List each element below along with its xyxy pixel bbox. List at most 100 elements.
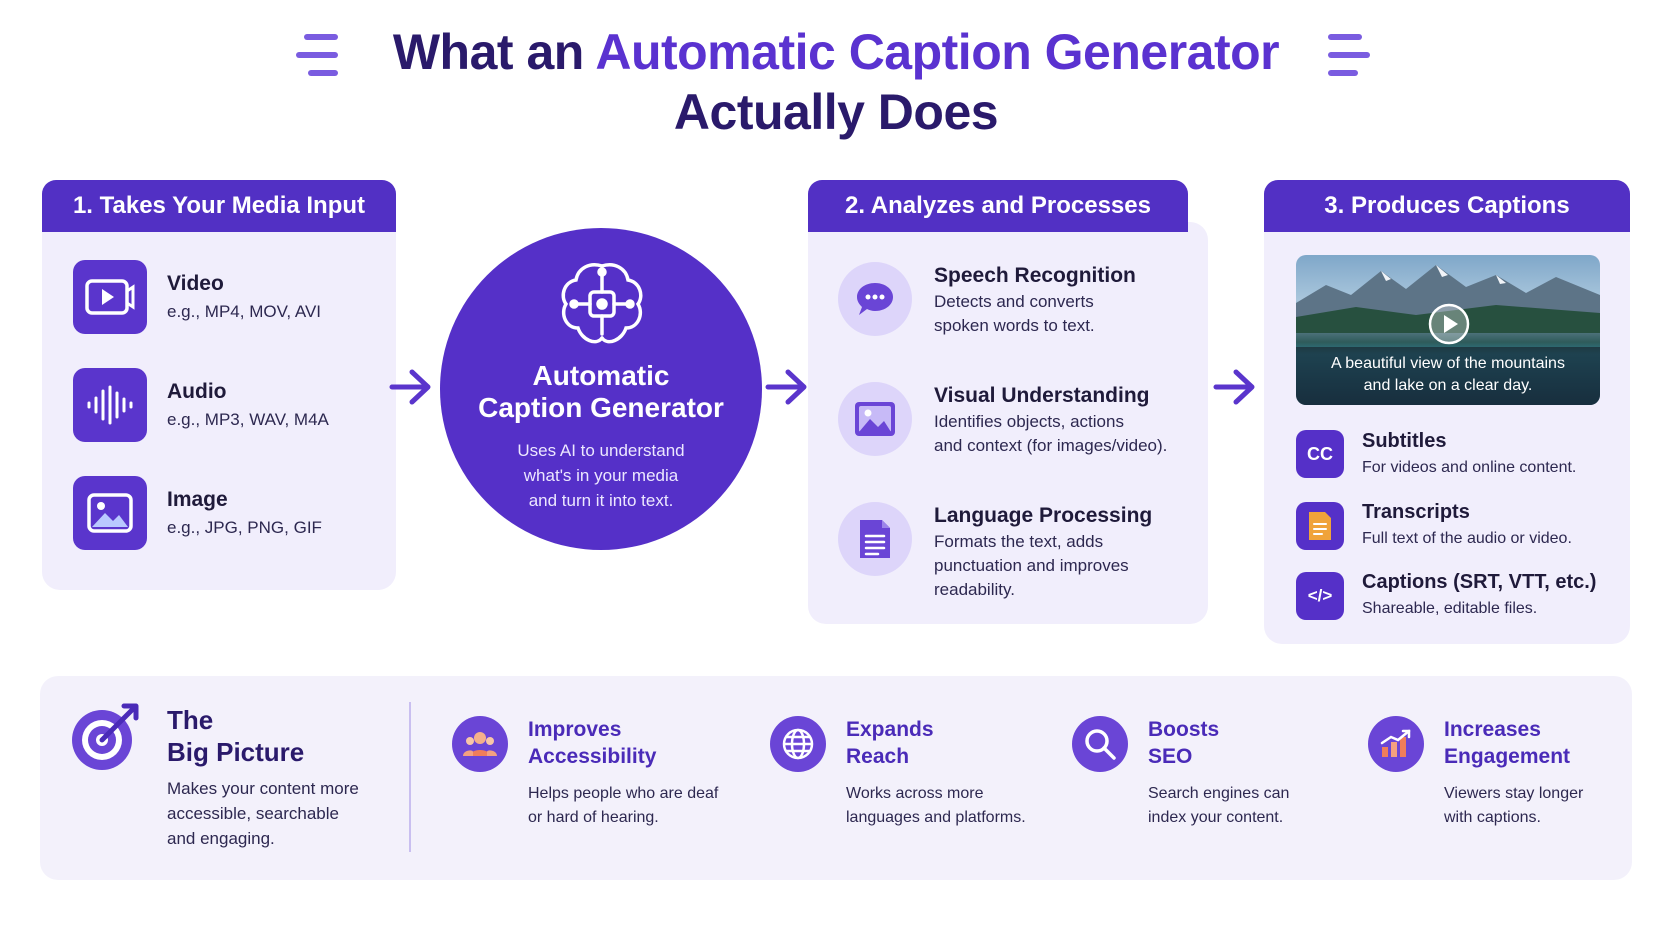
video-camera-icon <box>73 260 147 334</box>
benefit-desc: Works across more languages and platform… <box>846 782 1026 830</box>
desc-line: accessible, searchable <box>167 804 339 823</box>
desc-line: Viewers stay longer <box>1444 785 1584 802</box>
image-icon <box>73 476 147 550</box>
transcript-icon <box>1296 502 1344 550</box>
benefit-title-line: Engagement <box>1444 745 1571 768</box>
input-item-sub: e.g., MP4, MOV, AVI <box>167 302 322 321</box>
desc-line: and engaging. <box>167 829 275 848</box>
input-item-title: Video <box>167 272 224 295</box>
title-decoration-left-icon <box>296 34 346 80</box>
produce-header: 3. Produces Captions <box>1264 180 1630 232</box>
benefit-title-line: Boosts <box>1148 718 1220 741</box>
produce-item-sub: Shareable, editable files. <box>1362 600 1538 617</box>
generator-title-line: Caption Generator <box>478 392 724 423</box>
speech-bubble-icon <box>838 262 912 336</box>
search-icon <box>1072 716 1128 772</box>
desc-line: Works across more <box>846 785 984 802</box>
benefit-title-line: Expands <box>846 718 934 741</box>
desc-line: languages and platforms. <box>846 809 1026 826</box>
arrow-right-icon <box>1213 369 1255 405</box>
people-icon <box>452 716 508 772</box>
benefit-title-line: Accessibility <box>528 745 657 768</box>
big-picture-desc: Makes your content more accessible, sear… <box>167 776 359 851</box>
analyze-header-label: 2. Analyzes and Processes <box>845 192 1151 219</box>
input-item-sub: e.g., JPG, PNG, GIF <box>167 518 322 537</box>
big-picture-title-line: The <box>167 705 214 735</box>
divider <box>409 702 411 852</box>
document-icon <box>838 502 912 576</box>
desc-line: and context (for images/video). <box>934 436 1168 455</box>
produce-item-sub: For videos and online content. <box>1362 459 1577 476</box>
generator-description: Uses AI to understand what's in your med… <box>440 438 762 513</box>
video-preview[interactable]: A beautiful view of the mountains and la… <box>1296 255 1600 405</box>
generator-title: Automatic Caption Generator <box>440 360 762 424</box>
analyze-header: 2. Analyzes and Processes <box>808 180 1188 232</box>
desc-line: Detects and converts <box>934 292 1094 311</box>
generator-desc-line: and turn it into text. <box>528 491 674 510</box>
desc-line: Makes your content more <box>167 779 359 798</box>
produce-item-title: Transcripts <box>1362 501 1470 523</box>
input-header: 1. Takes Your Media Input <box>42 180 396 232</box>
benefit-title-line: SEO <box>1148 745 1193 768</box>
desc-line: readability. <box>934 580 1015 599</box>
target-icon <box>72 703 139 770</box>
analyze-item-title: Visual Understanding <box>934 384 1150 407</box>
chart-up-icon <box>1368 716 1424 772</box>
generator-desc-line: Uses AI to understand <box>517 441 685 460</box>
input-item-title: Image <box>167 488 228 511</box>
cc-badge-text: CC <box>1307 443 1333 464</box>
title-line2: Actually Does <box>673 84 999 140</box>
analyze-item-title: Speech Recognition <box>934 264 1136 287</box>
ai-brain-icon <box>561 263 643 344</box>
analyze-item-desc: Detects and converts spoken words to tex… <box>934 290 1095 338</box>
input-item-title: Audio <box>167 380 227 403</box>
code-badge-text: </> <box>1307 586 1333 605</box>
analyze-item-desc: Identifies objects, actions and context … <box>934 410 1167 458</box>
benefit-desc: Search engines can index your content. <box>1148 782 1289 830</box>
picture-icon <box>838 382 912 456</box>
audio-waveform-icon <box>73 368 147 442</box>
play-icon[interactable] <box>1428 303 1470 345</box>
desc-line: spoken words to text. <box>934 316 1095 335</box>
video-caption: A beautiful view of the mountains and la… <box>1296 347 1600 405</box>
title-accent: Automatic Caption Generator <box>595 24 1280 80</box>
caption-line: A beautiful view of the mountains <box>1331 355 1565 372</box>
input-header-label: 1. Takes Your Media Input <box>72 192 366 219</box>
desc-line: index your content. <box>1148 809 1284 826</box>
desc-line: Search engines can <box>1148 785 1290 802</box>
arrow-right-icon <box>389 369 431 405</box>
globe-icon <box>770 716 826 772</box>
benefit-desc: Helps people who are deaf or hard of hea… <box>528 782 718 830</box>
desc-line: Identifies objects, actions <box>934 412 1124 431</box>
analyze-item-title: Language Processing <box>934 504 1153 527</box>
title-decoration-right-icon <box>1328 34 1378 80</box>
analyze-item-desc: Formats the text, adds punctuation and i… <box>934 530 1129 602</box>
benefit-title-line: Increases <box>1444 718 1541 741</box>
desc-line: with captions. <box>1444 809 1541 826</box>
cc-icon: CC <box>1296 430 1344 478</box>
benefit-title: Improves Accessibility <box>528 716 656 770</box>
benefit-title-line: Reach <box>846 745 910 768</box>
produce-item-title: Subtitles <box>1362 430 1447 452</box>
generator-desc-line: what's in your media <box>523 466 679 485</box>
desc-line: punctuation and improves <box>934 556 1129 575</box>
benefit-title: Boosts SEO <box>1148 716 1219 770</box>
desc-line: or hard of hearing. <box>528 809 659 826</box>
produce-header-label: 3. Produces Captions <box>1324 192 1570 219</box>
title-plain: What an <box>392 24 596 80</box>
produce-item-sub: Full text of the audio or video. <box>1362 530 1572 547</box>
page-title: What an Automatic Caption Generator Actu… <box>300 22 1372 142</box>
code-icon: </> <box>1296 572 1344 620</box>
generator-title-line: Automatic <box>532 360 670 391</box>
big-picture-panel <box>40 676 1632 880</box>
benefit-title: Expands Reach <box>846 716 934 770</box>
benefit-desc: Viewers stay longer with captions. <box>1444 782 1583 830</box>
produce-item-title: Captions (SRT, VTT, etc.) <box>1362 571 1597 593</box>
arrow-right-icon <box>765 369 807 405</box>
input-item-sub: e.g., MP3, WAV, M4A <box>167 410 329 429</box>
benefit-title: Increases Engagement <box>1444 716 1570 770</box>
benefit-title-line: Improves <box>528 718 622 741</box>
caption-generator-circle: Automatic Caption Generator Uses AI to u… <box>440 228 762 550</box>
big-picture-title-line: Big Picture <box>167 737 305 767</box>
caption-line: and lake on a clear day. <box>1363 377 1533 394</box>
